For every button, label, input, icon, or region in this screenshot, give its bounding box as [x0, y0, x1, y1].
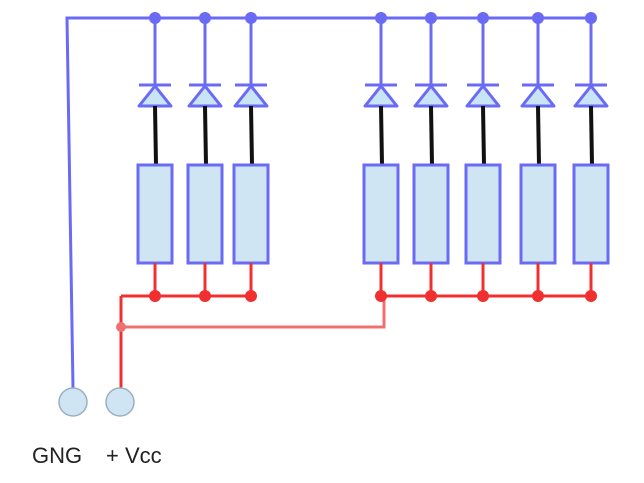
- ground-terminal: [58, 387, 88, 417]
- vcc-junction-dot: [149, 290, 161, 302]
- vcc-junction-dot: [245, 290, 257, 302]
- diode-lead: [429, 105, 434, 166]
- diode-icon: [233, 84, 269, 108]
- ground-bus-wire: [65, 16, 591, 389]
- vcc-junction-dot: [199, 290, 211, 302]
- diode-icon: [413, 84, 449, 108]
- vcc-junction-dot: [585, 290, 597, 302]
- vcc-junction-dot: [477, 290, 489, 302]
- diode-lead: [249, 105, 254, 166]
- ground-junction-dot: [245, 12, 257, 24]
- diode-lead: [379, 105, 384, 166]
- vcc-terminal-label: + Vcc: [106, 443, 162, 468]
- ground-junction-dot: [425, 12, 437, 24]
- diode-lead: [153, 105, 158, 166]
- ground-junction-dot: [375, 12, 387, 24]
- ground-junction-dot: [477, 12, 489, 24]
- vcc-junction-dot: [375, 290, 387, 302]
- resistor: [232, 163, 270, 265]
- resistor: [572, 163, 610, 265]
- junctions: [116, 12, 597, 332]
- branches: [136, 18, 610, 296]
- diode-icon: [573, 84, 609, 108]
- resistor: [412, 163, 450, 265]
- vcc-junction-dot: [532, 290, 544, 302]
- ground-terminal-label: GNG: [32, 443, 83, 468]
- resistor: [464, 163, 502, 265]
- terminals: [58, 387, 135, 417]
- diode-icon: [520, 84, 556, 108]
- resistor: [136, 163, 174, 265]
- ground-junction-dot: [149, 12, 161, 24]
- diode-icon: [187, 84, 223, 108]
- diode-lead: [203, 105, 208, 166]
- diode-icon: [137, 84, 173, 108]
- resistor: [519, 163, 557, 265]
- vcc-terminal: [105, 387, 135, 417]
- vcc-feed-junction-dot: [116, 322, 126, 332]
- diode-lead: [481, 105, 486, 166]
- diode-icon: [363, 84, 399, 108]
- vcc-link-wire: [121, 296, 386, 329]
- diode-icon: [465, 84, 501, 108]
- resistor: [186, 163, 224, 265]
- resistor: [362, 163, 400, 265]
- ground-junction-dot: [532, 12, 544, 24]
- ground-junction-dot: [199, 12, 211, 24]
- diode-lead: [536, 105, 541, 166]
- diode-lead: [589, 105, 594, 166]
- vcc-junction-dot: [425, 290, 437, 302]
- ground-junction-dot: [585, 12, 597, 24]
